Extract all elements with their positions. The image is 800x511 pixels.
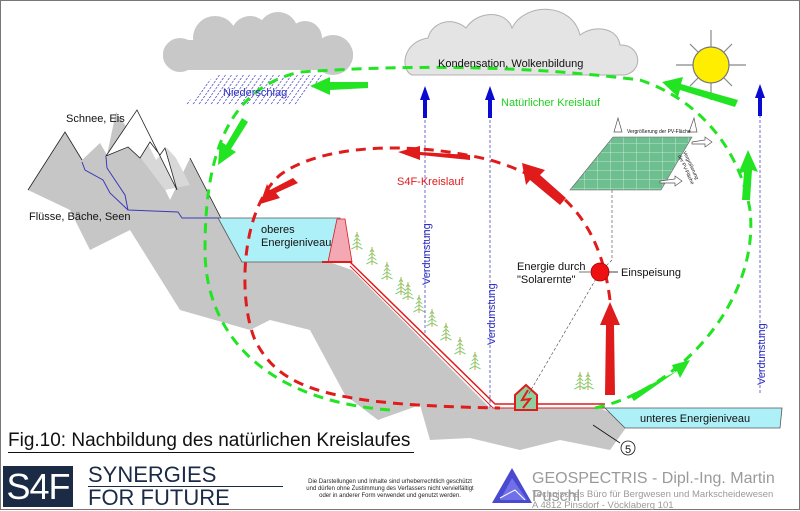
penstock bbox=[349, 261, 605, 409]
energy-label-1: Energie durch bbox=[517, 261, 586, 273]
tree-icon bbox=[413, 295, 425, 313]
tree-icon bbox=[582, 372, 594, 390]
disclaimer-line-3: oder in anderer Form verwendet und genut… bbox=[319, 493, 461, 499]
tree-icon bbox=[574, 372, 586, 390]
snow-label: Schnee, Eis bbox=[66, 113, 125, 125]
natural-cycle-arrows bbox=[218, 77, 758, 401]
tree-icon bbox=[366, 247, 378, 265]
pv-panel bbox=[569, 116, 713, 191]
marker-number: 5 bbox=[625, 444, 631, 456]
natural-cycle-label: Natürlicher Kreislauf bbox=[501, 97, 601, 109]
snow-peak bbox=[104, 109, 178, 191]
natural-cycle-path bbox=[203, 65, 753, 412]
upper-level-label-1: oberes bbox=[261, 224, 295, 236]
disclaimer-line-2: und dürfen ohne Zustimmung des Verfasser… bbox=[306, 486, 474, 492]
power-house-icon bbox=[514, 383, 538, 411]
precipitation-area bbox=[185, 75, 325, 105]
evaporation-label-2: Verdunstung bbox=[486, 283, 498, 345]
energy-link-line bbox=[527, 190, 613, 396]
tree-icon bbox=[351, 232, 363, 250]
tree-icon bbox=[469, 352, 481, 370]
condensation-cloud bbox=[404, 8, 639, 76]
s4f-logo: S4F bbox=[3, 466, 73, 507]
rivers bbox=[81, 156, 220, 219]
figure-title: Fig.10: Nachbildung des natürlichen Krei… bbox=[8, 430, 415, 453]
tree-icon bbox=[426, 309, 438, 327]
pv-enlarge-top-label: Vergrößerung der PV-Fläche bbox=[627, 129, 691, 135]
company-address: A 4812 Pinsdorf - Vöcklaberg 101 bbox=[532, 500, 674, 511]
tree-icon bbox=[395, 277, 407, 295]
condensation-label: Kondensation, Wolkenbildung bbox=[438, 58, 583, 70]
rain-cloud bbox=[163, 12, 353, 75]
energy-label-2: "Solarernte" bbox=[517, 274, 576, 286]
synergies-line-1: SYNERGIES bbox=[88, 462, 217, 487]
trees bbox=[351, 232, 594, 390]
rivers-label: Flüsse, Bäche, Seen bbox=[29, 211, 131, 223]
lower-reservoir bbox=[604, 407, 783, 429]
precipitation-label: Niederschlag bbox=[223, 87, 287, 99]
company-subtitle: Technisches Büro für Bergwesen und Marks… bbox=[532, 489, 774, 500]
marker-circle bbox=[620, 440, 636, 456]
tree-icon bbox=[454, 337, 466, 355]
evaporation-label-1: Verdunstung bbox=[421, 223, 433, 285]
synergies-logo-text: SYNERGIES FOR FUTURE bbox=[88, 463, 230, 509]
feed-in-label: Einspeisung bbox=[621, 267, 681, 279]
tree-icon bbox=[440, 323, 452, 341]
s4f-cycle-arrows bbox=[260, 146, 620, 395]
energy-node bbox=[590, 262, 610, 282]
geospectris-logo-icon bbox=[492, 468, 532, 503]
s4f-cycle-label: S4F-Kreislauf bbox=[397, 176, 465, 188]
logo-divider bbox=[88, 486, 283, 487]
disclaimer-line-1: Die Darstellungen und Inhalte sind urheb… bbox=[308, 479, 472, 485]
sun-icon bbox=[676, 30, 746, 100]
synergies-line-2: FOR FUTURE bbox=[88, 485, 230, 510]
evaporation-label-3: Verdunstung bbox=[756, 323, 768, 385]
upper-level-label-2: Energieniveau bbox=[261, 237, 331, 249]
terrain bbox=[28, 112, 630, 450]
copyright-disclaimer: Die Darstellungen und Inhalte sind urheb… bbox=[290, 479, 490, 500]
company-name: GEOSPECTRIS - Dipl.-Ing. Martin Puschl bbox=[532, 470, 775, 505]
evaporation-lines bbox=[424, 110, 761, 408]
lower-level-label: unteres Energieniveau bbox=[640, 413, 750, 425]
tree-icon bbox=[381, 262, 393, 280]
tree-icon bbox=[402, 282, 414, 300]
evaporation-arrows bbox=[420, 84, 765, 118]
